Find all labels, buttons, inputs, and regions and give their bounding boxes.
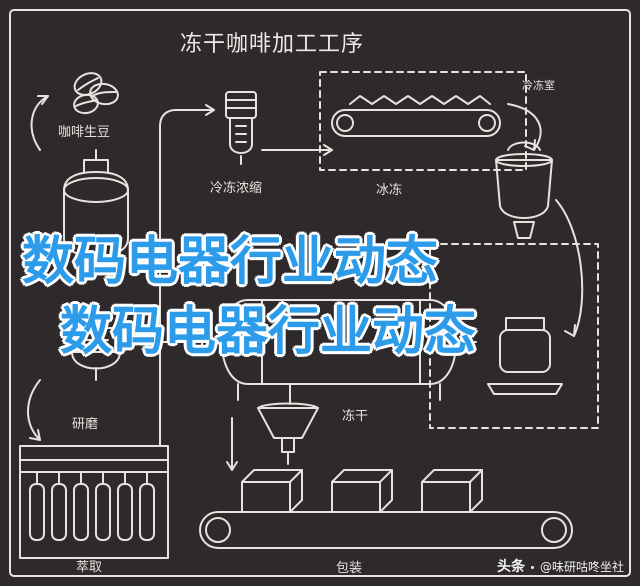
hopper-icon [257, 402, 319, 465]
coffee-beans-icon [73, 72, 119, 115]
grinder-icon [71, 327, 121, 381]
watermark: 头条 @味研咕咚坐社 [497, 560, 624, 574]
freeze-concentrate-icon [225, 91, 257, 165]
label-roast: 烘焙 [80, 261, 107, 276]
extraction-tanks-icon [19, 445, 169, 559]
package-boxes-icon [241, 469, 483, 513]
conveyor-belt-icon [199, 511, 573, 549]
diagram-title: 冻干咖啡加工工序 [180, 32, 365, 57]
label-freeze-dry: 冻干 [342, 409, 369, 424]
label-ice-crystal: 冰冻 [376, 183, 403, 198]
freezer-room-box [319, 71, 527, 171]
label-package: 包装 [336, 561, 363, 576]
ice-mill-icon [495, 141, 553, 239]
watermark-dot-icon [530, 565, 534, 569]
label-extract: 萃取 [76, 560, 103, 575]
label-beans: 咖啡生豆 [58, 125, 111, 140]
outer-frame [9, 9, 631, 577]
label-freezer-room: 冷冻室 [522, 79, 555, 92]
label-grind: 研磨 [72, 417, 99, 432]
watermark-account: @味研咕咚坐社 [539, 560, 624, 574]
watermark-platform: 头条 [496, 559, 525, 575]
right-container-icon [487, 317, 563, 395]
freezer-belt-icon [331, 95, 501, 137]
freeze-dry-box [429, 243, 599, 429]
overlay-headline-1: 数码电器行业动态 [22, 232, 439, 292]
roaster-icon [63, 149, 129, 257]
overlay-headline-2: 数码电器行业动态 [60, 302, 477, 362]
label-freeze-concentrate: 冷冻浓缩 [210, 181, 263, 196]
